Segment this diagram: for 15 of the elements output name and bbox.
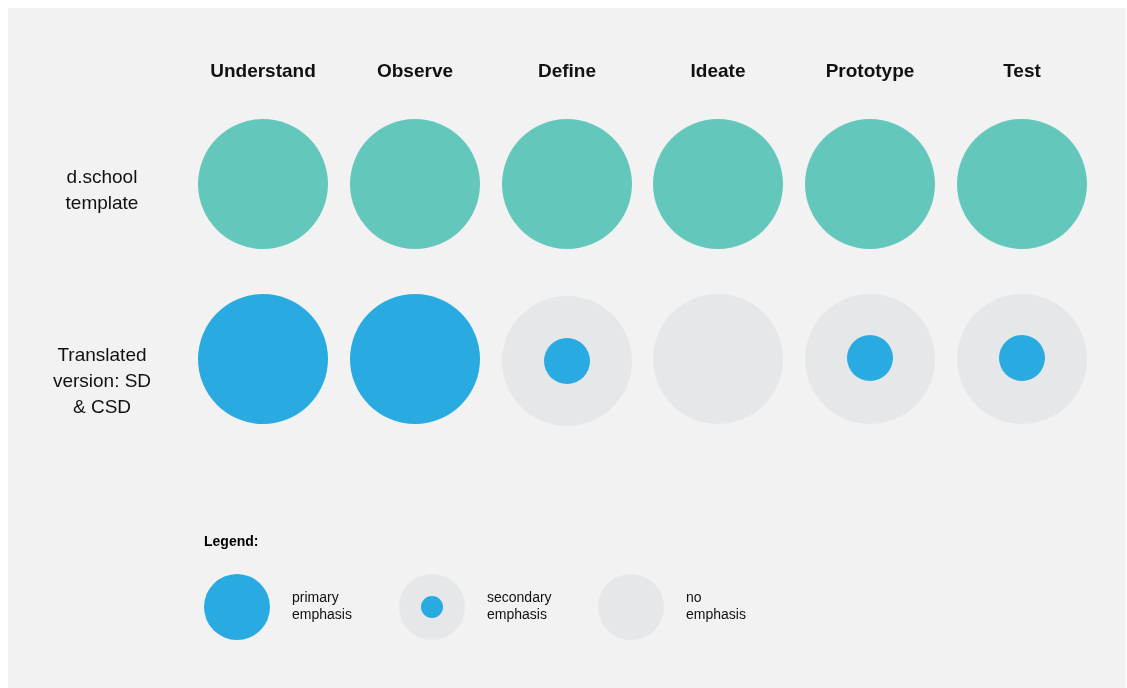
row-header: Translated version: SD & CSD bbox=[52, 343, 152, 419]
column-header: Prototype bbox=[824, 60, 916, 82]
column-header: Understand bbox=[209, 60, 317, 82]
legend-text: primary emphasis bbox=[292, 589, 353, 623]
column-header: Define bbox=[536, 60, 598, 82]
emphasis-dot bbox=[544, 338, 590, 384]
legend-title: Legend: bbox=[204, 533, 259, 549]
legend-text: secondary emphasis bbox=[487, 589, 553, 623]
row-header: d.school template bbox=[64, 165, 140, 215]
column-header: Test bbox=[1002, 60, 1042, 82]
column-header: Ideate bbox=[689, 60, 747, 82]
emphasis-dot bbox=[847, 335, 893, 381]
emphasis-dot bbox=[999, 335, 1045, 381]
legend-text: no emphasis bbox=[686, 589, 747, 623]
column-header: Observe bbox=[375, 60, 454, 82]
